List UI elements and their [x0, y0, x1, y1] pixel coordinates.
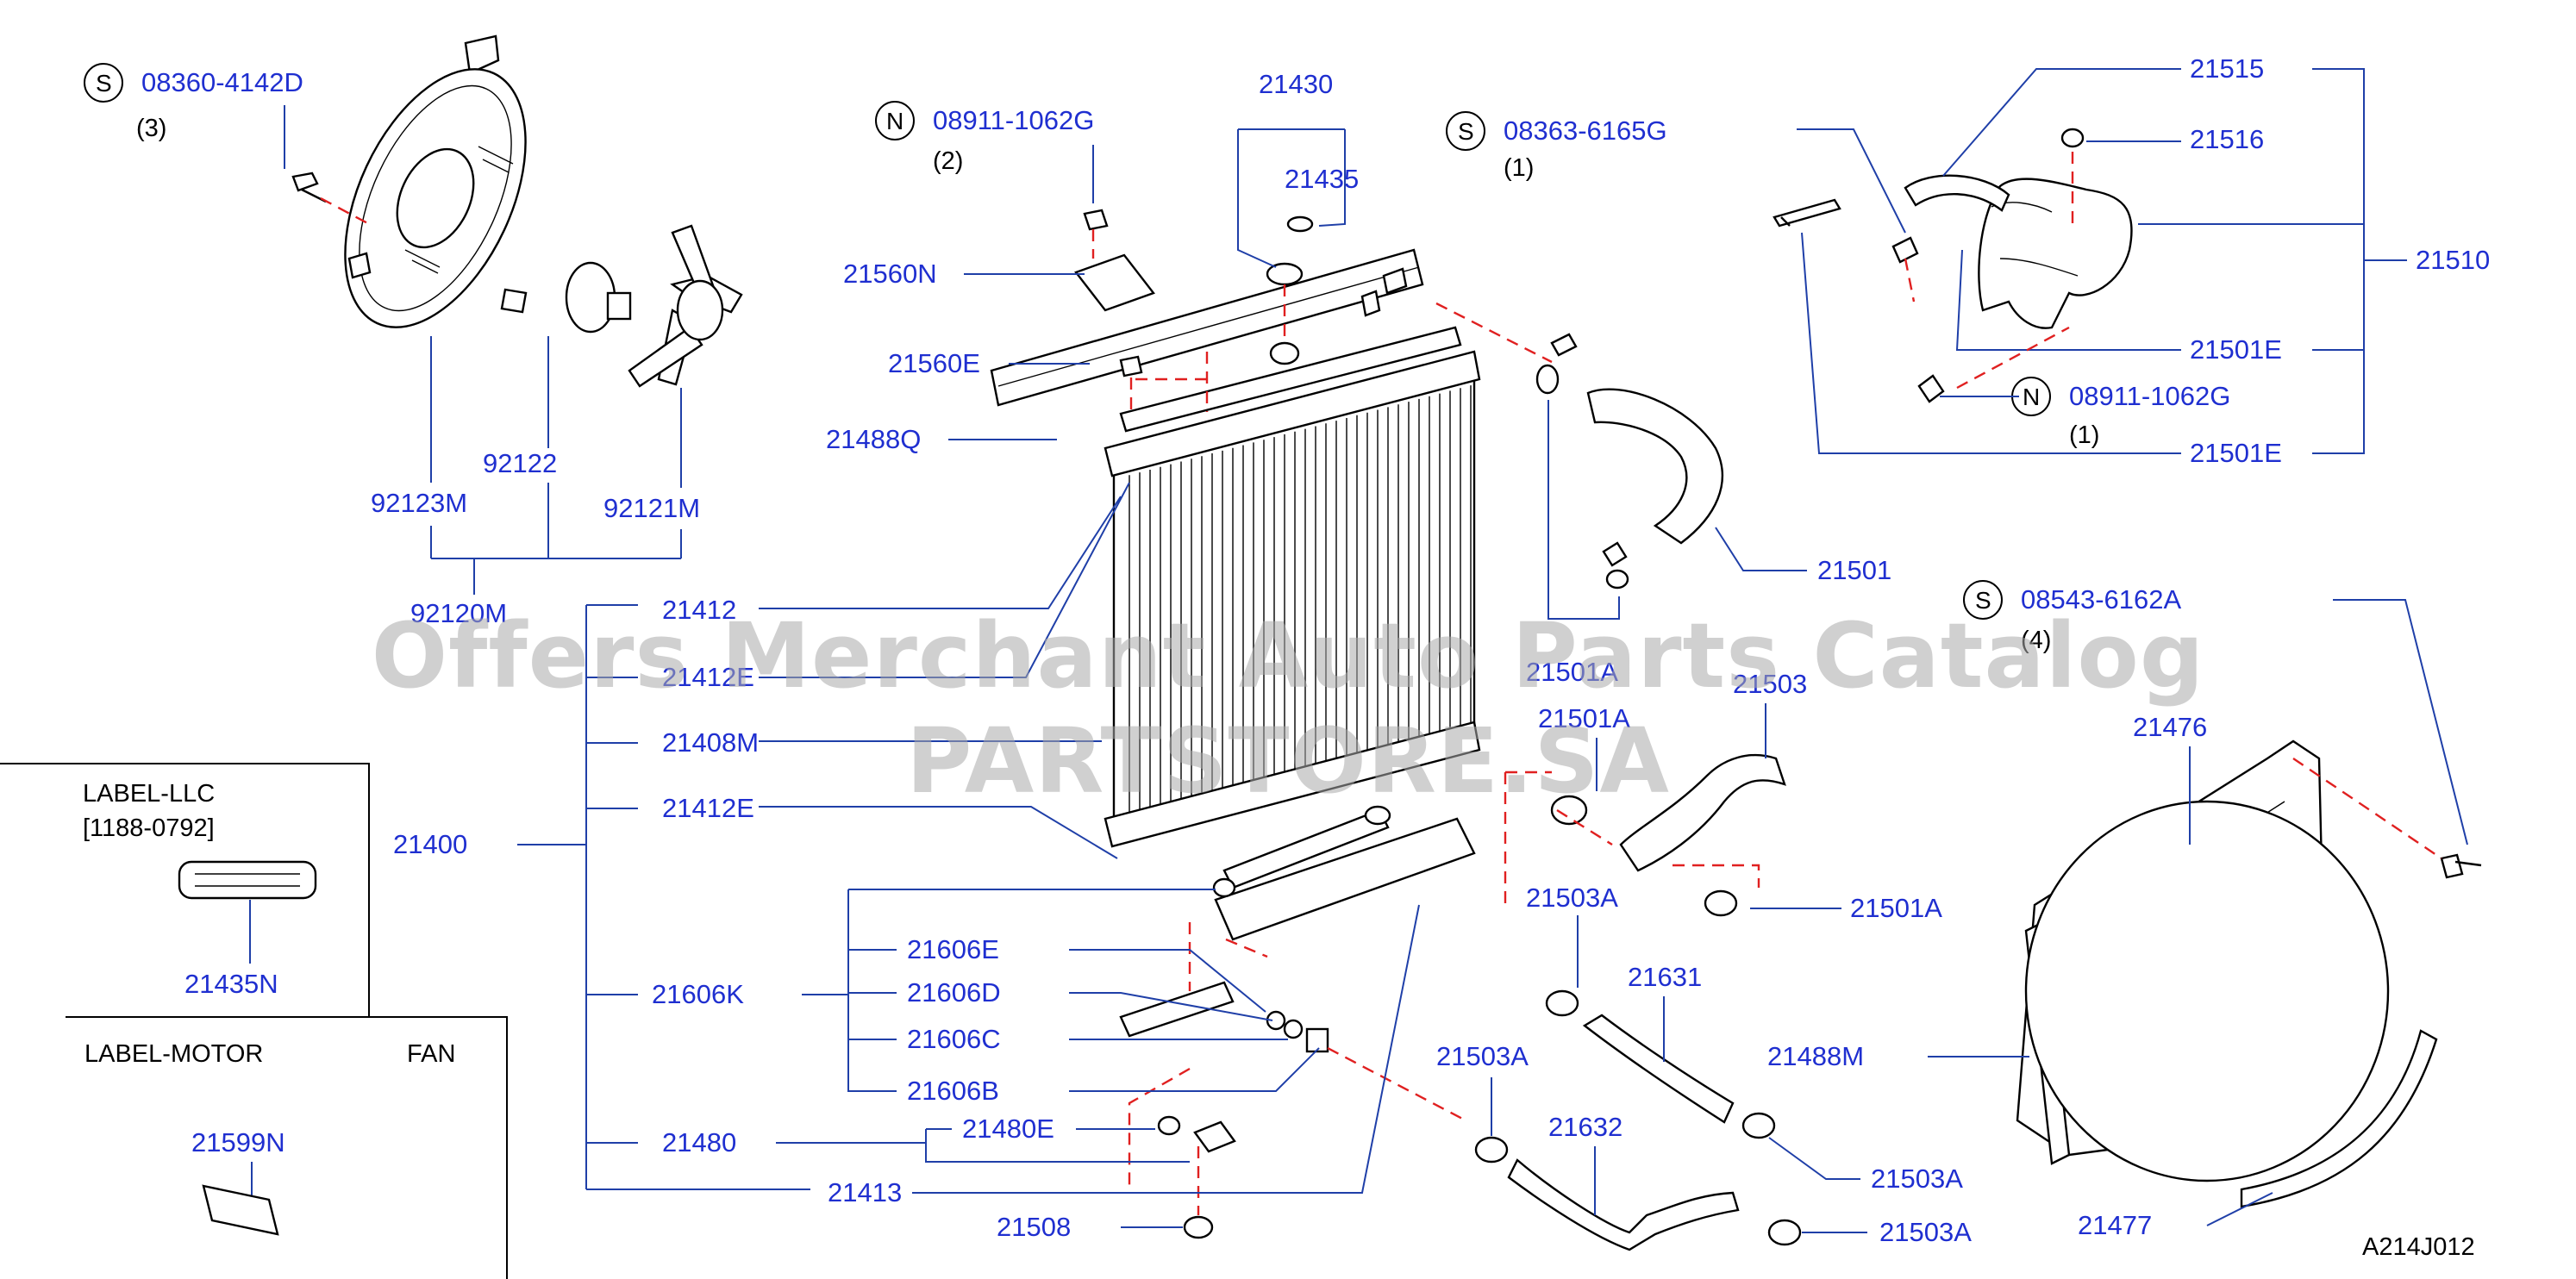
drain-bracket: [1119, 981, 1235, 1038]
part-label-21560E[interactable]: 21560E: [888, 348, 980, 378]
part-label-21503A-3[interactable]: 21503A: [1871, 1164, 1963, 1194]
part-label-21412[interactable]: 21412: [662, 595, 736, 625]
part-label-21510[interactable]: 21510: [2416, 245, 2490, 275]
fastener-symbol: N: [886, 108, 903, 134]
part-label-92121M[interactable]: 92121M: [603, 493, 700, 523]
part-label-21476[interactable]: 21476: [2133, 712, 2207, 742]
reservoir-tank: [1773, 128, 2133, 403]
fastener-08360-4142D[interactable]: S 08360-4142D (3): [84, 63, 303, 142]
reservoir-hose: [1904, 174, 2010, 212]
part-label-21400[interactable]: 21400: [393, 829, 467, 859]
part-label-21632[interactable]: 21632: [1548, 1112, 1623, 1142]
part-label-21501E-b[interactable]: 21501E: [2190, 438, 2282, 468]
part-label-21631[interactable]: 21631: [1628, 962, 1702, 992]
fastener-qty: (1): [2069, 421, 2099, 449]
label-motor-box: LABEL-MOTOR FAN 21599N: [66, 1016, 508, 1279]
upper-radiator-hose: [1535, 333, 1724, 590]
fastener-code[interactable]: 08911-1062G: [2069, 381, 2230, 411]
part-label-21488Q[interactable]: 21488Q: [826, 424, 921, 454]
part-label-21560N[interactable]: 21560N: [843, 259, 937, 289]
radiator-top-seal: [1119, 326, 1462, 433]
label-motor-title: LABEL-MOTOR: [84, 1040, 263, 1068]
part-label-21501A-mid[interactable]: 21501A: [1538, 703, 1630, 733]
fastener-code[interactable]: 08360-4142D: [141, 67, 303, 97]
part-label-21606C[interactable]: 21606C: [907, 1024, 1001, 1054]
part-label-21516[interactable]: 21516: [2190, 124, 2264, 154]
fastener-symbol: N: [2023, 384, 2040, 410]
radiator-lower-tank: [1119, 805, 1476, 1239]
part-label-92120M[interactable]: 92120M: [410, 598, 507, 628]
fastener-qty: (3): [136, 115, 166, 142]
shroud-lower-section: [2240, 1029, 2438, 1208]
part-label-21606K[interactable]: 21606K: [652, 979, 744, 1009]
fastener-qty: (2): [933, 147, 963, 175]
fastener-code[interactable]: 08363-6165G: [1504, 115, 1667, 146]
radiator-mount-bracket: [1074, 253, 1155, 312]
part-label-21503A-1[interactable]: 21503A: [1526, 883, 1618, 913]
fastener-symbol: S: [1458, 118, 1474, 145]
radiator-cap: [1266, 262, 1304, 286]
part-label-21435N[interactable]: 21435N: [184, 969, 278, 999]
fastener-symbol: S: [1975, 587, 1991, 614]
part-label-21606D[interactable]: 21606D: [907, 977, 1001, 1008]
reservoir-cap: [2060, 128, 2085, 148]
fastener-code[interactable]: 08543-6162A: [2021, 584, 2181, 615]
part-label-21606B[interactable]: 21606B: [907, 1076, 999, 1106]
label-motor-fan: FAN: [407, 1040, 455, 1068]
label-llc-range: [1188-0792]: [83, 814, 215, 842]
bolt-icon: [291, 172, 327, 203]
fan-shroud-motor-assembly: [291, 34, 743, 388]
part-label-21413[interactable]: 21413: [828, 1177, 902, 1207]
label-llc-sticker: [178, 860, 317, 900]
fastener-qty: (1): [1504, 154, 1534, 182]
part-label-21508[interactable]: 21508: [997, 1212, 1071, 1242]
label-llc-box: LABEL-LLC [1188-0792] 21435N: [0, 763, 370, 1017]
part-label-21503[interactable]: 21503: [1733, 669, 1807, 699]
part-label-21488M[interactable]: 21488M: [1767, 1041, 1864, 1071]
diagram-code: A214J012: [2362, 1233, 2475, 1261]
part-label-21501E-a[interactable]: 21501E: [2190, 334, 2282, 365]
part-label-92122[interactable]: 92122: [483, 448, 557, 478]
part-label-21503A-4[interactable]: 21503A: [1879, 1217, 1972, 1247]
hose-21631: [1545, 989, 1776, 1139]
hose-21632: [1474, 1136, 1802, 1251]
part-label-21599N[interactable]: 21599N: [191, 1127, 285, 1157]
part-label-21408M[interactable]: 21408M: [662, 727, 759, 758]
part-label-21501A-right[interactable]: 21501A: [1850, 893, 1942, 923]
fastener-08911-1062G-b[interactable]: N 08911-1062G (1): [2011, 377, 2230, 449]
part-label-21501[interactable]: 21501: [1817, 555, 1891, 585]
part-label-21412E-top[interactable]: 21412E: [662, 662, 754, 692]
part-label-92123M[interactable]: 92123M: [371, 488, 467, 518]
radiator-core: [990, 209, 1553, 848]
fastener-08363-6165G[interactable]: S 08363-6165G (1): [1446, 111, 1667, 182]
fastener-code[interactable]: 08911-1062G: [933, 105, 1094, 135]
shroud-fan-opening: [2024, 800, 2390, 1182]
part-label-21480E[interactable]: 21480E: [962, 1114, 1054, 1144]
part-label-21412E[interactable]: 21412E: [662, 793, 754, 823]
fastener-qty: (4): [2021, 627, 2051, 654]
drain-cock: [1193, 1120, 1236, 1153]
part-label-21503A-2[interactable]: 21503A: [1436, 1041, 1529, 1071]
fastener-08543-6162A[interactable]: S 08543-6162A (4): [1963, 580, 2181, 654]
part-label-21515[interactable]: 21515: [2190, 53, 2264, 84]
radiator-shroud: [2016, 739, 2482, 1208]
part-label-21501A-top[interactable]: 21501A: [1526, 657, 1618, 687]
part-label-21480[interactable]: 21480: [662, 1127, 736, 1157]
label-llc-title: LABEL-LLC: [83, 780, 215, 808]
part-label-21477[interactable]: 21477: [2078, 1210, 2152, 1240]
part-label-21606E[interactable]: 21606E: [907, 934, 999, 964]
part-label-21435[interactable]: 21435: [1285, 164, 1359, 194]
hose-21503: [1550, 753, 1786, 917]
part-label-21430[interactable]: 21430: [1259, 69, 1333, 99]
fastener-08911-1062G-a[interactable]: N 08911-1062G (2): [875, 101, 1094, 175]
label-motor-sticker: [202, 1184, 279, 1236]
fastener-symbol: S: [96, 70, 112, 97]
